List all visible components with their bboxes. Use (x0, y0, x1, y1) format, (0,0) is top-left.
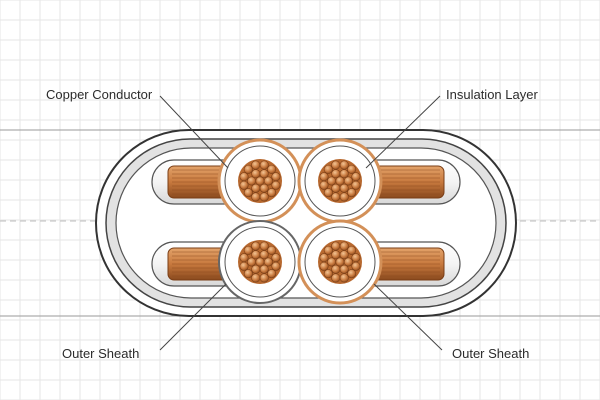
copper-strand (323, 245, 333, 255)
leader-outer-sheath-right (373, 283, 443, 351)
copper-strand (239, 180, 249, 190)
copper-strand (255, 176, 265, 186)
copper-strand (319, 172, 329, 182)
conductor-ends (217, 138, 383, 305)
conductor-end-bottom-left (218, 220, 302, 304)
copper-strand (251, 169, 261, 179)
copper-strand (343, 257, 353, 267)
conductor-end-top-right (297, 138, 383, 224)
copper-strand (259, 250, 269, 260)
copper-strand (327, 176, 337, 186)
copper-strand (271, 261, 281, 271)
copper-bundles (167, 165, 445, 281)
copper-strand (259, 183, 269, 193)
copper-strand (339, 192, 349, 202)
copper-strand (267, 188, 277, 198)
copper-strand (339, 183, 349, 193)
copper-strand (251, 183, 261, 193)
copper-strand (339, 250, 349, 260)
copper-strand (259, 169, 269, 179)
label-copper-conductor: Copper Conductor (46, 87, 153, 102)
copper-strand (267, 245, 277, 255)
copper-strand (251, 250, 261, 260)
copper-strand (319, 180, 329, 190)
copper-strand (331, 264, 341, 274)
copper-strand (247, 176, 257, 186)
copper-strand (251, 264, 261, 274)
copper-strand (267, 269, 277, 279)
conductor-end-bottom-right (297, 219, 383, 305)
copper-strand (243, 164, 253, 174)
copper-strand (255, 257, 265, 267)
copper-strand (247, 257, 257, 267)
copper-strand (335, 257, 345, 267)
copper-strand (351, 180, 361, 190)
copper-strand (331, 250, 341, 260)
copper-strand (259, 192, 269, 202)
copper-strand (347, 188, 357, 198)
copper-strand (335, 176, 345, 186)
copper-strand (331, 183, 341, 193)
copper-strand (347, 245, 357, 255)
copper-strand (251, 273, 261, 283)
copper-strand (319, 261, 329, 271)
copper-strand (251, 241, 261, 251)
copper-strand (271, 253, 281, 263)
copper-strand (331, 192, 341, 202)
leader-copper-conductor (159, 95, 229, 169)
copper-strand (339, 264, 349, 274)
copper-strand (267, 164, 277, 174)
copper-strand (331, 273, 341, 283)
copper-strand (263, 257, 273, 267)
copper-strand (243, 188, 253, 198)
copper-strand (319, 253, 329, 263)
copper-strand (323, 269, 333, 279)
copper-strand (259, 241, 269, 251)
copper-strand (259, 273, 269, 283)
conductor-end-top-left (217, 138, 303, 224)
copper-strand (331, 160, 341, 170)
copper-strand (339, 273, 349, 283)
copper-strand (239, 172, 249, 182)
leader-outer-sheath-left (159, 283, 227, 351)
copper-strand (327, 257, 337, 267)
copper-strand (251, 192, 261, 202)
copper-strand (323, 164, 333, 174)
copper-strand (323, 188, 333, 198)
copper-strand (339, 169, 349, 179)
leader-lines (159, 95, 443, 351)
copper-strand (351, 172, 361, 182)
copper-strand (271, 180, 281, 190)
copper-strand (259, 264, 269, 274)
copper-strand (259, 160, 269, 170)
copper-strand (351, 261, 361, 271)
copper-strand (343, 176, 353, 186)
copper-strand (347, 269, 357, 279)
copper-strand (243, 245, 253, 255)
copper-strand (239, 253, 249, 263)
copper-strand (263, 176, 273, 186)
copper-strand (339, 160, 349, 170)
copper-strand (331, 169, 341, 179)
copper-strand (243, 269, 253, 279)
copper-strand (339, 241, 349, 251)
leader-insulation-layer (365, 95, 441, 169)
copper-strand (331, 241, 341, 251)
label-outer-sheath-left: Outer Sheath (62, 346, 140, 361)
label-insulation-layer: Insulation Layer (446, 87, 538, 102)
copper-strand (351, 253, 361, 263)
copper-strand (271, 172, 281, 182)
label-outer-sheath-right: Outer Sheath (452, 346, 530, 361)
copper-strand (251, 160, 261, 170)
copper-strand (239, 261, 249, 271)
copper-strand (347, 164, 357, 174)
